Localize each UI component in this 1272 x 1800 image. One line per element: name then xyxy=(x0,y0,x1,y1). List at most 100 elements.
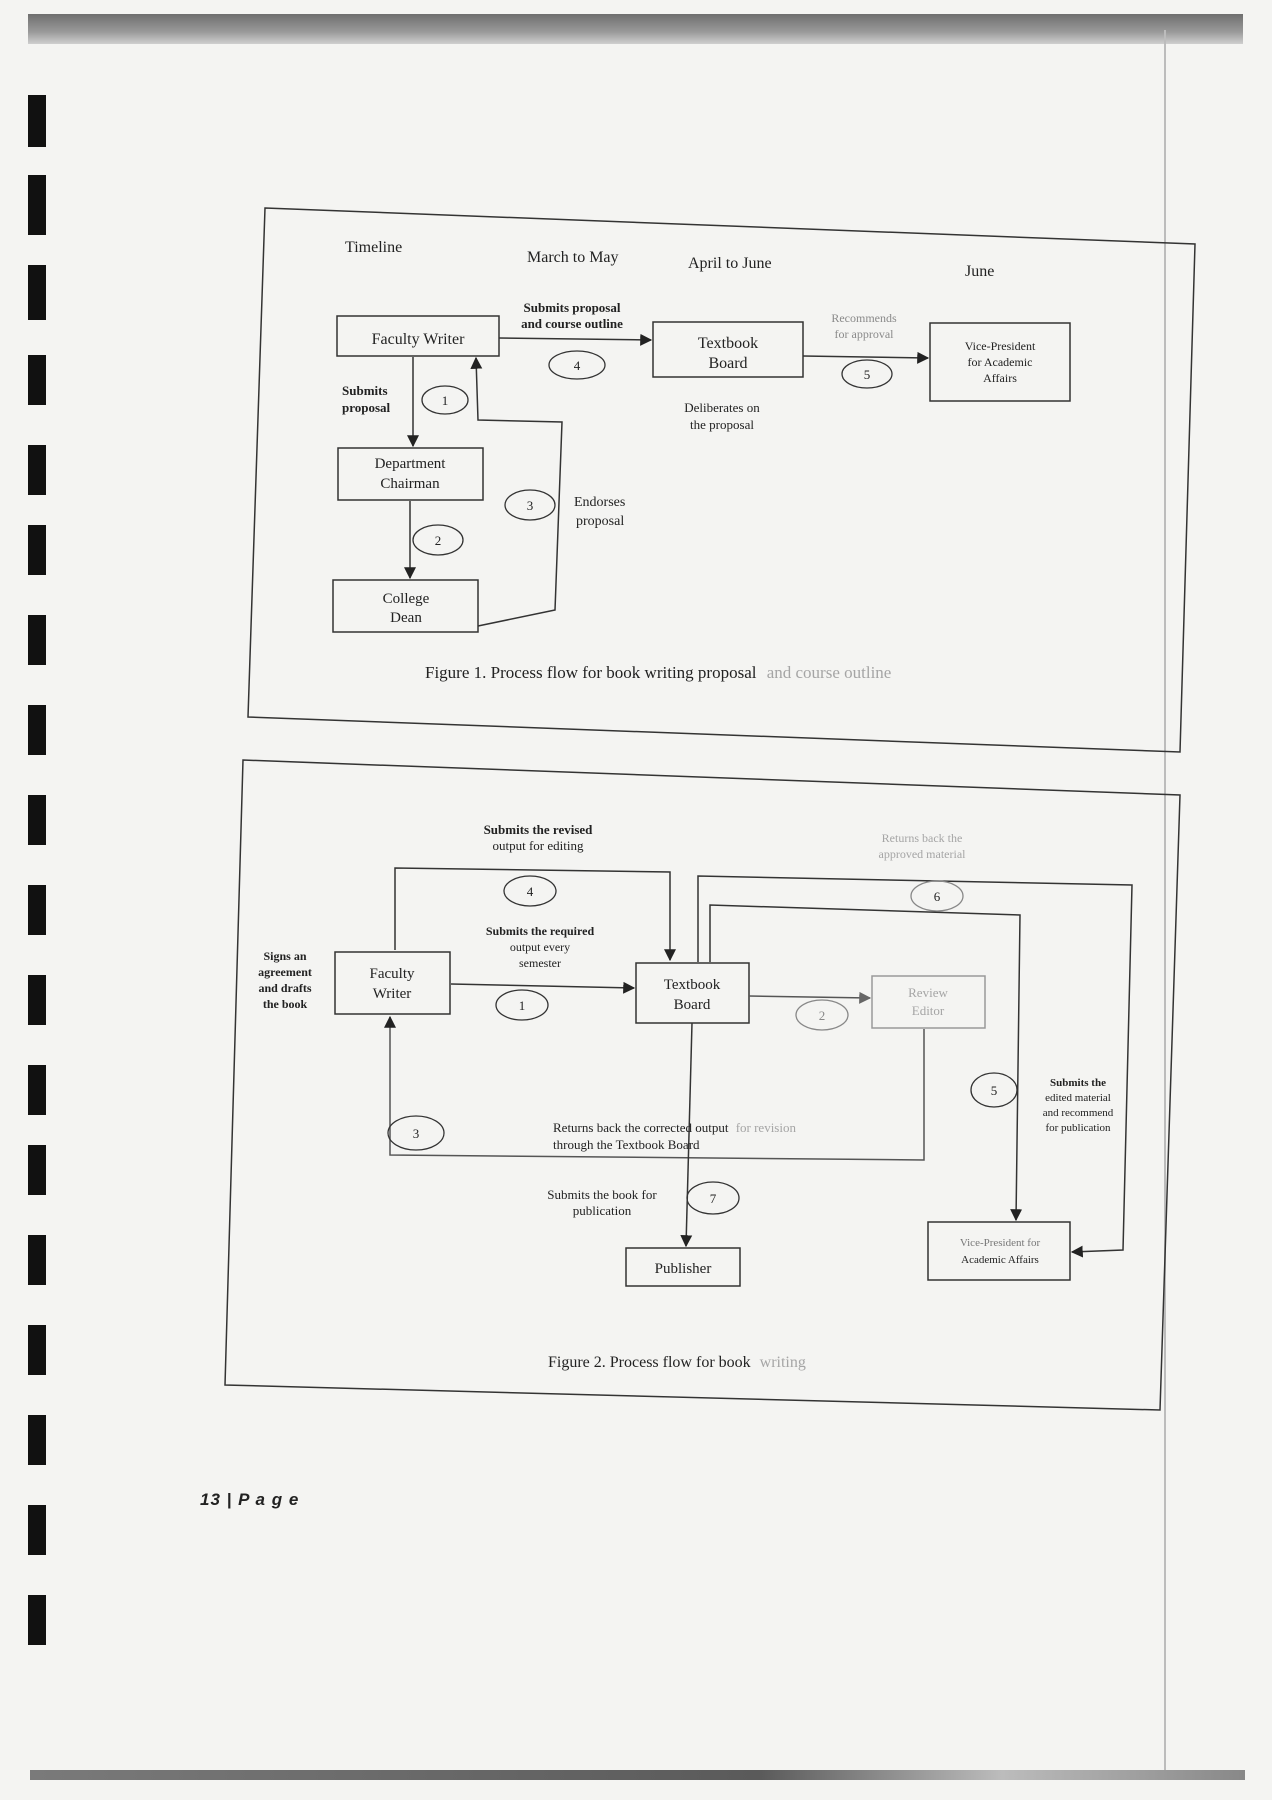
fig1-label-deliberates-2: the proposal xyxy=(690,417,754,432)
fig2-arrow-writer-to-board-revised xyxy=(394,867,676,962)
fig1-label-submits-proposal-outline-2: and course outline xyxy=(521,316,623,331)
fig2-label-returns-approved-2: approved material xyxy=(879,847,967,861)
fig2-vp-academic-box xyxy=(927,1221,1071,1281)
fig2-arrow-vp-to-board xyxy=(697,875,1133,1258)
fig1-step-1-oval xyxy=(421,385,469,415)
fig2-step-4: 4 xyxy=(527,884,534,899)
fig1-caption-faded: and course outline xyxy=(767,663,892,682)
fig1-step-5: 5 xyxy=(864,367,871,382)
fig1-step-2: 2 xyxy=(435,533,442,548)
fig1-step-3: 3 xyxy=(527,498,534,513)
fig1-faculty-writer-label: Faculty Writer xyxy=(372,331,465,348)
fig2-step-1-oval xyxy=(495,989,549,1021)
fig2-label-submits-edited-1: Submits the xyxy=(1050,1077,1106,1089)
fig1-college-dean-box xyxy=(332,579,479,633)
fig2-label-returns-corrected-main: Returns back the corrected output xyxy=(553,1120,729,1135)
fig2-arrow-editor-to-writer xyxy=(384,1015,925,1161)
fig1-arrow-writer-to-board xyxy=(498,333,653,346)
fig2-label-submits-required-3: semester xyxy=(519,956,561,970)
fig2-step-6: 6 xyxy=(934,889,941,904)
fig2-publisher-label: Publisher xyxy=(655,1261,712,1277)
binding-holes xyxy=(28,95,46,1715)
fig2-vp-line1: Vice-President for xyxy=(960,1237,1041,1249)
fig2-label-submits-edited-3: and recommend xyxy=(1043,1107,1114,1119)
fig1-college-dean-line1: College xyxy=(383,591,430,607)
fig2-review-editor-line1: Review xyxy=(908,985,948,1000)
fig2-step-7-oval xyxy=(686,1181,740,1215)
fig2-review-editor-line2: Editor xyxy=(912,1003,945,1018)
fig2-label-signs-1: Signs an xyxy=(263,949,306,963)
fig2-textbook-board-line1: Textbook xyxy=(664,977,721,993)
fig2-label-submits-book-2: publication xyxy=(573,1203,632,1218)
fig1-textbook-board-box xyxy=(652,321,804,378)
fig2-label-submits-book-1: Submits the book for xyxy=(547,1187,657,1202)
fig2-step-3-oval xyxy=(387,1115,445,1151)
fig2-review-editor-box xyxy=(871,975,986,1029)
fig1-label-deliberates-1: Deliberates on xyxy=(684,400,760,415)
fig2-arrow-writer-to-board-required xyxy=(450,981,636,994)
fig2-arrow-board-to-vp xyxy=(709,904,1023,1222)
fig1-label-submits-proposal-1: Submits xyxy=(342,383,388,398)
fig2-label-signs-4: the book xyxy=(263,997,308,1011)
fig2-step-3: 3 xyxy=(413,1126,420,1141)
fig1-label-recommends-2: for approval xyxy=(835,327,895,341)
fig1-step-5-oval xyxy=(841,359,893,389)
fig2-step-7: 7 xyxy=(710,1191,717,1206)
fig2-label-returns-corrected-1: Returns back the corrected output for re… xyxy=(553,1120,796,1135)
fig1-department-chairman-box xyxy=(337,447,484,501)
scan-right-edge xyxy=(1164,30,1166,1770)
fig1-vp-line1: Vice-President xyxy=(965,339,1036,353)
fig1-step-2-oval xyxy=(412,524,464,556)
fig2-label-submits-edited-2: edited material xyxy=(1045,1092,1111,1104)
fig2-label-returns-approved-1: Returns back the xyxy=(882,831,963,845)
scan-bottom-edge xyxy=(30,1770,1245,1780)
fig2-label-submits-revised-2: output for editing xyxy=(493,838,584,853)
fig2-label-signs-2: agreement xyxy=(258,965,312,979)
fig1-label-endorses-2: proposal xyxy=(576,514,624,529)
fig1-vp-academic-box xyxy=(929,322,1071,402)
fig2-label-submits-revised-1: Submits the revised xyxy=(484,822,594,837)
fig2-textbook-board-line2: Board xyxy=(674,997,711,1013)
fig1-label-submits-proposal-2: proposal xyxy=(342,400,391,415)
fig1-arrow-board-to-vp xyxy=(802,351,930,364)
fig2-label-signs-3: and drafts xyxy=(258,981,311,995)
fig2-publisher-box xyxy=(625,1247,741,1287)
figure-2: Faculty Writer Textbook Board Review Edi… xyxy=(224,759,1181,1411)
timeline-period-1: March to May xyxy=(527,249,619,266)
fig2-faculty-writer-box xyxy=(334,951,451,1015)
fig2-faculty-writer-line1: Faculty xyxy=(370,966,415,982)
fig2-step-6-oval xyxy=(910,880,964,912)
fig2-step-2: 2 xyxy=(819,1008,826,1023)
fig1-label-recommends-1: Recommends xyxy=(831,311,897,325)
fig1-textbook-board-line1: Textbook xyxy=(698,335,758,352)
fig2-caption: Figure 2. Process flow for book writing xyxy=(548,1354,806,1371)
figure-1: Timeline March to May April to June June… xyxy=(247,207,1196,753)
fig1-step-4-oval xyxy=(548,350,606,380)
fig2-step-2-oval xyxy=(795,999,849,1031)
fig1-vp-line2: for Academic xyxy=(968,355,1033,369)
fig1-label-submits-proposal-outline-1: Submits proposal xyxy=(524,300,621,315)
fig1-step-4: 4 xyxy=(574,358,581,373)
fig1-caption-main: Figure 1. Process flow for book writing … xyxy=(425,663,757,682)
fig1-dept-chairman-line1: Department xyxy=(375,456,447,472)
fig1-textbook-board-line2: Board xyxy=(708,355,747,372)
fig2-arrow-board-to-publisher xyxy=(680,1022,693,1248)
fig1-college-dean-line2: Dean xyxy=(390,610,422,626)
fig2-label-submits-edited-4: for publication xyxy=(1045,1122,1111,1134)
fig2-arrow-board-to-editor xyxy=(748,991,872,1004)
timeline-period-3: June xyxy=(965,263,994,280)
fig2-label-submits-required-2: output every xyxy=(510,940,570,954)
fig2-textbook-board-box xyxy=(635,962,750,1024)
fig2-label-submits-required-1: Submits the required xyxy=(486,924,595,938)
page-number: 13 | P a g e xyxy=(200,1490,300,1509)
fig1-faculty-writer-box xyxy=(336,315,500,357)
timeline-label: Timeline xyxy=(345,239,402,256)
fig1-step-1: 1 xyxy=(442,393,449,408)
fig2-caption-faded: writing xyxy=(760,1354,806,1371)
fig1-step-3-oval xyxy=(504,489,556,521)
fig1-arrow-dean-to-writer xyxy=(470,356,563,627)
fig1-dept-chairman-line2: Chairman xyxy=(380,476,440,492)
fig1-vp-line3: Affairs xyxy=(983,371,1017,385)
fig2-caption-main: Figure 2. Process flow for book xyxy=(548,1354,751,1371)
